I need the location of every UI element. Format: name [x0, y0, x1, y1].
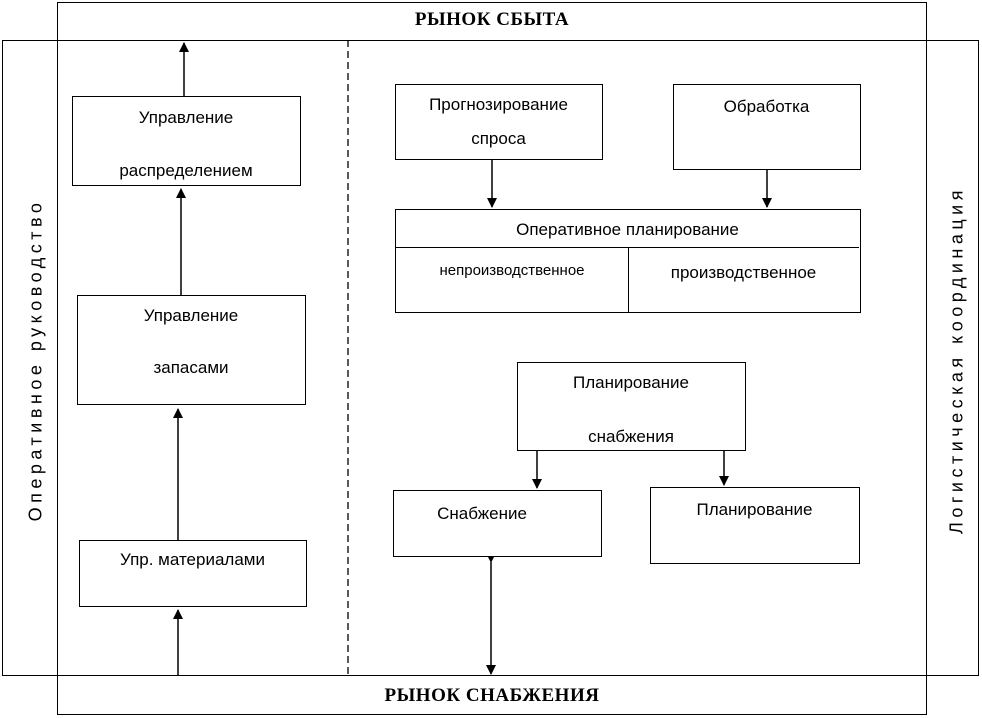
- planning-label: Планирование: [696, 500, 813, 519]
- planning-col-divider: [628, 247, 629, 312]
- sales-market-title: РЫНОК СБЫТА: [414, 9, 570, 30]
- forecast-line2: спроса: [471, 129, 526, 148]
- right-side-label: Логистическая координация: [946, 186, 967, 534]
- materials-box: Упр. материалами: [79, 540, 307, 607]
- inventory-line1: Управление: [143, 306, 239, 325]
- planning-row-divider: [396, 247, 859, 248]
- materials-label: Упр. материалами: [120, 550, 265, 569]
- supply-planning-line1: Планирование: [572, 373, 690, 392]
- processing-label: Обработка: [723, 97, 810, 116]
- production-label: производственное: [670, 263, 817, 282]
- operational-planning-box: Оперативное планирование непроизводствен…: [395, 209, 861, 313]
- distribution-box: Управление распределением: [72, 96, 301, 186]
- non-production-label: непроизводственное: [439, 262, 585, 279]
- planning-box: Планирование: [650, 487, 860, 564]
- inventory-line2: запасами: [153, 358, 229, 377]
- supply-planning-line2: снабжения: [588, 427, 674, 446]
- forecast-line1: Прогнозирование: [429, 95, 568, 114]
- distribution-line1: Управление: [138, 108, 234, 127]
- left-side-label: Оперативное руководство: [25, 198, 46, 522]
- supply-box: Снабжение: [393, 490, 602, 557]
- supply-planning-box: Планирование снабжения: [517, 362, 746, 451]
- distribution-line2: распределением: [119, 161, 253, 180]
- supply-market-title: РЫНОК СНАБЖЕНИЯ: [384, 685, 600, 706]
- operational-planning-title: Оперативное планирование: [516, 220, 739, 239]
- supply-label: Снабжение: [437, 504, 527, 523]
- processing-box: Обработка: [673, 84, 861, 170]
- sales-market-frame: [57, 2, 927, 715]
- inner-frame: [2, 40, 979, 676]
- inventory-box: Управление запасами: [77, 295, 306, 405]
- demand-forecasting-box: Прогнозирование спроса: [395, 84, 603, 160]
